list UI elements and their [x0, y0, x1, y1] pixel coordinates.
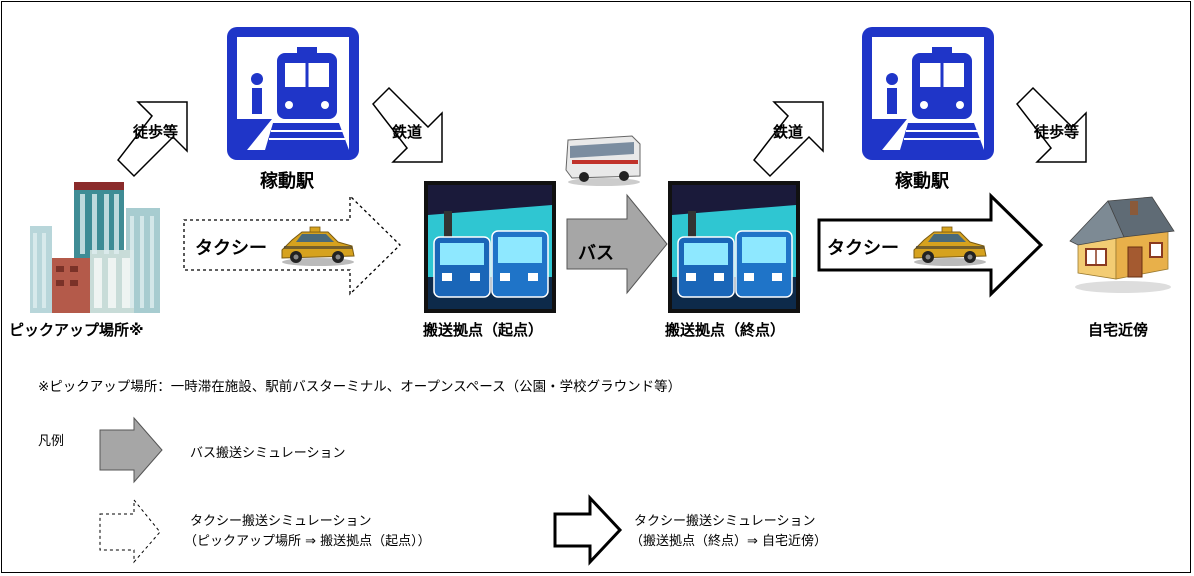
taxi-label-2: タクシー	[827, 238, 899, 259]
rail-arrow-1	[372, 86, 443, 163]
legend-taxi2-line1: タクシー搬送シミュレーション	[634, 514, 816, 529]
buildings-image	[30, 182, 160, 313]
walk-arrow-1	[117, 101, 188, 178]
walk-arrow-2	[1016, 86, 1087, 163]
bus-depot-image-start	[424, 181, 556, 313]
legend-taxi1-line1: タクシー搬送シミュレーション	[190, 514, 372, 529]
bus-label: バス	[578, 243, 614, 264]
legend-taxi-solid-arrow	[553, 494, 623, 566]
legend-bus-arrow	[99, 416, 163, 484]
taxi-icon-2	[913, 226, 987, 266]
bus-arrow	[566, 193, 668, 295]
legend-taxi2-line2: （搬送拠点（終点）⇒ 自宅近傍）	[630, 534, 828, 549]
hub-start-label: 搬送拠点（起点）	[423, 321, 544, 339]
station-label-1: 稼動駅	[260, 171, 314, 192]
legend-taxi-dashed-arrow	[99, 498, 161, 564]
pickup-label: ピックアップ場所※	[9, 321, 144, 339]
taxi-label-1: タクシー	[195, 238, 267, 259]
station-sign-2	[862, 27, 994, 160]
footnote: ※ピックアップ場所：一時滞在施設、駅前バスターミナル、オープンスペース（公園・学…	[38, 379, 682, 395]
walk-label-2: 徒歩等	[1034, 123, 1080, 141]
legend-bus-desc: バス搬送シミュレーション	[190, 446, 346, 461]
station-label-2: 稼動駅	[895, 171, 949, 192]
walk-label-1: 徒歩等	[133, 123, 179, 141]
house-image	[1069, 196, 1175, 293]
home-label: 自宅近傍	[1088, 321, 1149, 339]
rail-arrow-2	[753, 101, 824, 178]
rail-label-1: 鉄道	[392, 123, 423, 141]
rail-label-2: 鉄道	[773, 123, 804, 141]
bus-depot-image-end	[668, 181, 800, 313]
legend-taxi1-line2: （ピックアップ場所 ⇒ 搬送拠点（起点））	[184, 534, 431, 549]
taxi-icon-1	[281, 226, 355, 266]
legend-title: 凡例	[38, 434, 65, 449]
station-sign-1	[227, 27, 359, 160]
hub-end-label: 搬送拠点（終点）	[665, 321, 786, 339]
bus-icon	[565, 135, 641, 186]
